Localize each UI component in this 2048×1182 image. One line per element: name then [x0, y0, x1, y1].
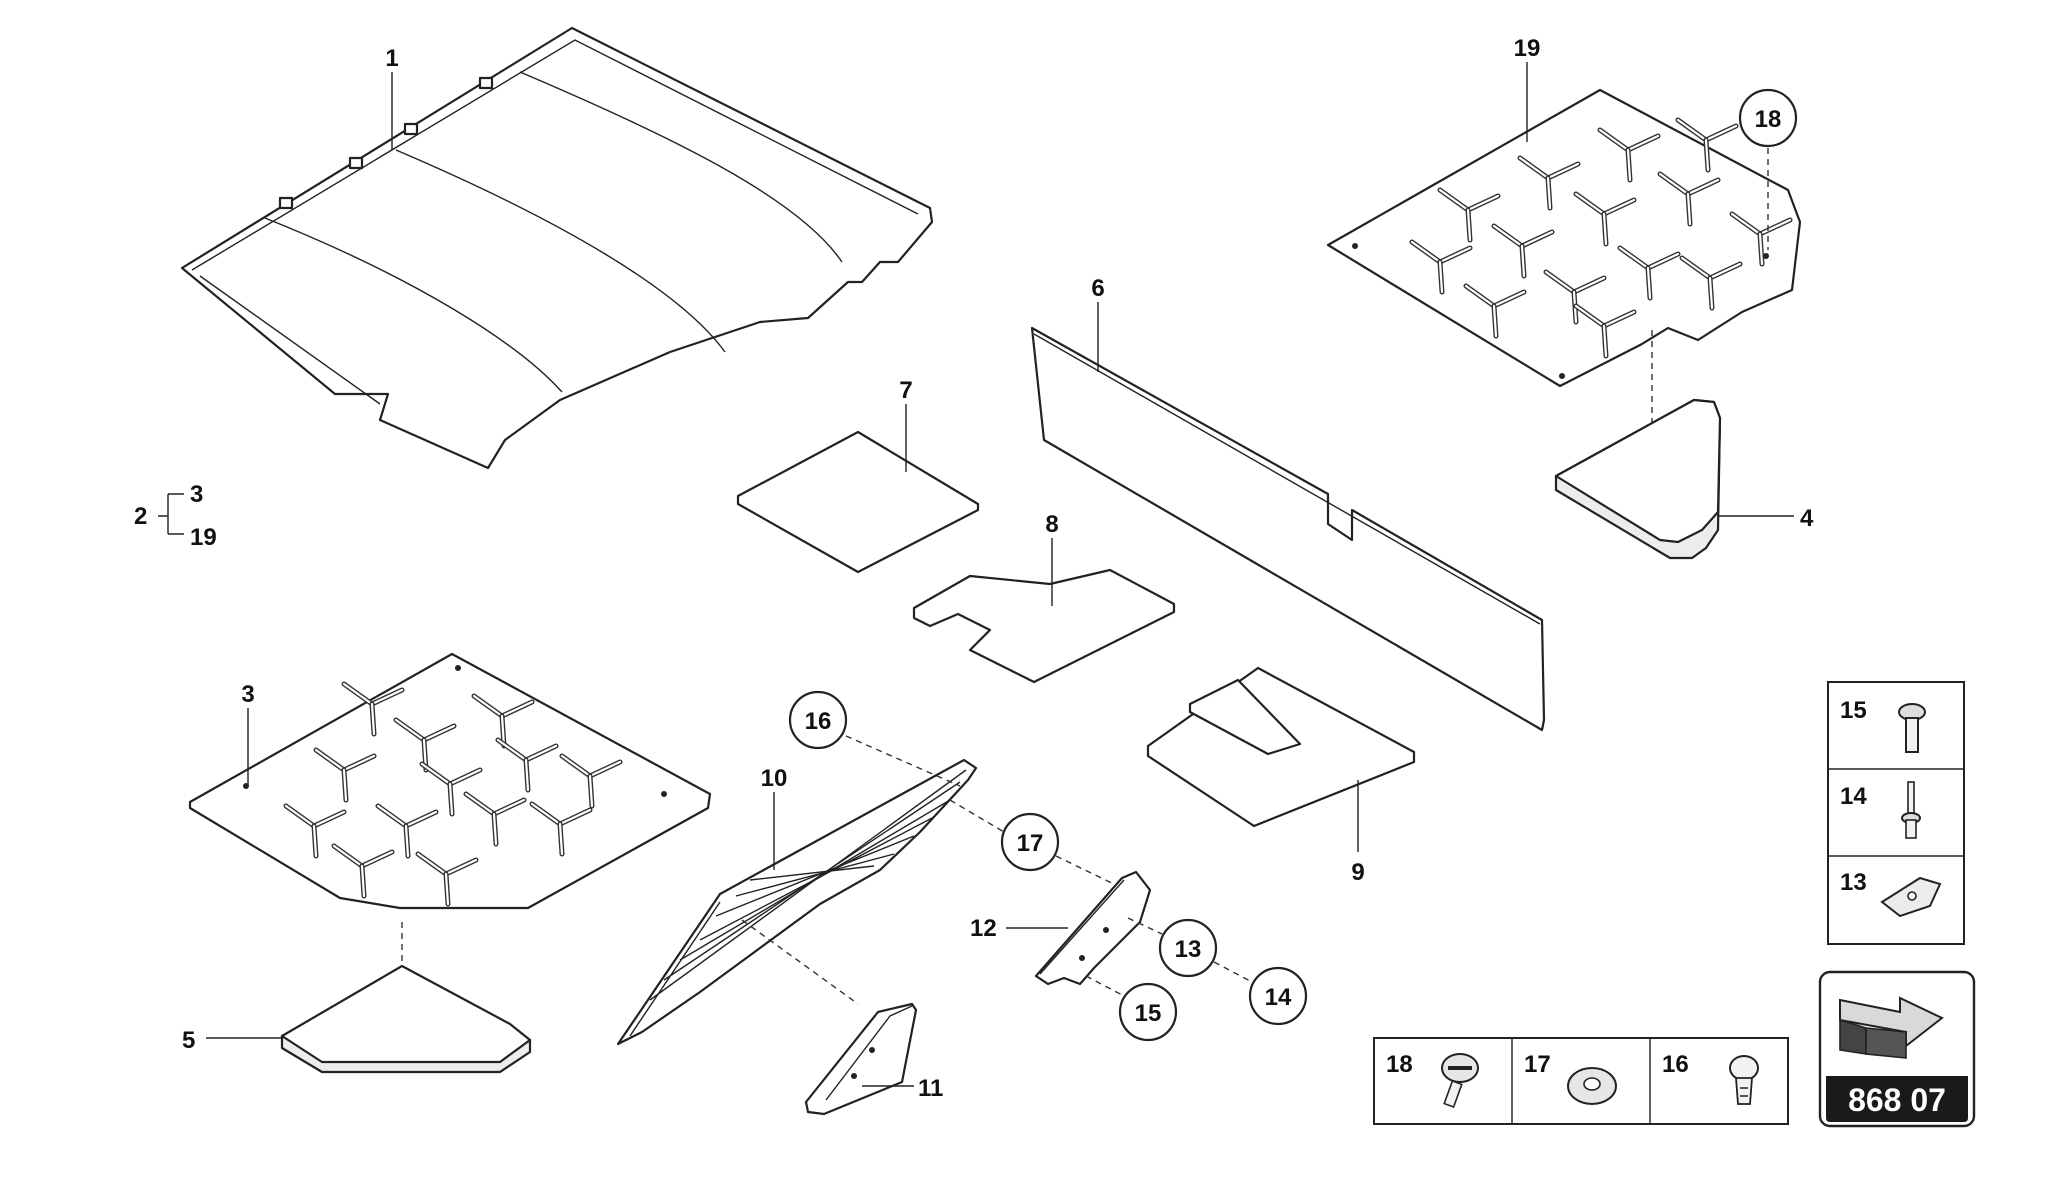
insulation-mat-19: [1326, 88, 1802, 388]
callout-13: 13: [1175, 936, 1202, 963]
legend-14: 14: [1840, 783, 1867, 810]
insulation-mat-3: [188, 652, 712, 910]
label-part-8: 8: [1045, 511, 1058, 538]
label-part-9: 9: [1351, 859, 1364, 886]
callout-15-circle: [1118, 982, 1178, 1042]
long-panel-6: [1030, 326, 1546, 732]
foam-block-4: [1554, 398, 1722, 560]
dash-callout-15: [1085, 975, 1125, 997]
bracket-12: [1034, 870, 1152, 986]
shaped-pad-8: [912, 568, 1176, 684]
legend-17: 17: [1524, 1051, 1551, 1078]
callout-14-circle: [1248, 966, 1308, 1026]
label-part-7: 7: [899, 377, 912, 404]
label-part-2-sub-19: 19: [190, 524, 217, 551]
callout-17: 17: [1017, 830, 1044, 857]
arrow-icon: [1839, 996, 1944, 1059]
label-part-12: 12: [970, 915, 997, 942]
headliner-panel: [180, 26, 934, 470]
clip-icon: [1880, 876, 1942, 918]
label-group-2: 2 3 19: [134, 481, 217, 551]
callout-13-circle: [1158, 918, 1218, 978]
rivet-icon: [1901, 781, 1921, 839]
quarter-turn-fastener-icon: [1441, 1053, 1479, 1109]
label-part-10: 10: [761, 765, 788, 792]
page-badge: 868 07: [1818, 970, 1976, 1128]
label-part-2: 2: [134, 503, 147, 530]
legend-15: 15: [1840, 697, 1867, 724]
callout-16-circle: [788, 690, 848, 750]
flat-pad-7: [736, 430, 980, 574]
dash-part-11: [741, 919, 859, 1005]
screw-icon: [1898, 703, 1926, 753]
dash-callout-17-out: [1055, 855, 1119, 887]
legend-13: 13: [1840, 869, 1867, 896]
callout-16: 16: [805, 708, 832, 735]
callout-18: 18: [1755, 106, 1782, 133]
label-part-19: 19: [1514, 35, 1541, 62]
page-number: 868 07: [1848, 1082, 1946, 1118]
foam-block-5: [280, 964, 532, 1074]
ribbed-panel-10: [616, 758, 978, 1046]
label-part-11: 11: [918, 1075, 943, 1102]
fastener-legend-horizontal: 18 17 16: [1373, 1037, 1789, 1125]
label-part-3: 3: [241, 681, 254, 708]
label-part-5: 5: [182, 1027, 195, 1054]
label-part-2-sub-3: 3: [190, 481, 203, 508]
washer-icon: [1567, 1067, 1617, 1105]
label-part-1: 1: [385, 45, 398, 72]
callout-18-circle: [1738, 88, 1798, 148]
callout-17-circle: [1000, 812, 1060, 872]
legend-16: 16: [1662, 1051, 1689, 1078]
dash-callout-17-in: [949, 799, 1005, 833]
folded-pad-9: [1146, 666, 1416, 828]
label-part-4: 4: [1800, 505, 1814, 532]
callout-15: 15: [1135, 1000, 1162, 1027]
bracket-11: [804, 1002, 918, 1116]
bracket-part-2: [158, 493, 184, 535]
legend-18: 18: [1386, 1051, 1413, 1078]
dash-callout-14: [1213, 961, 1253, 983]
fastener-legend-vertical: 15 14 13: [1827, 681, 1965, 945]
dash-callout-16: [845, 735, 961, 787]
label-part-6: 6: [1091, 275, 1104, 302]
callout-14: 14: [1265, 984, 1292, 1011]
push-pin-icon: [1729, 1055, 1759, 1105]
